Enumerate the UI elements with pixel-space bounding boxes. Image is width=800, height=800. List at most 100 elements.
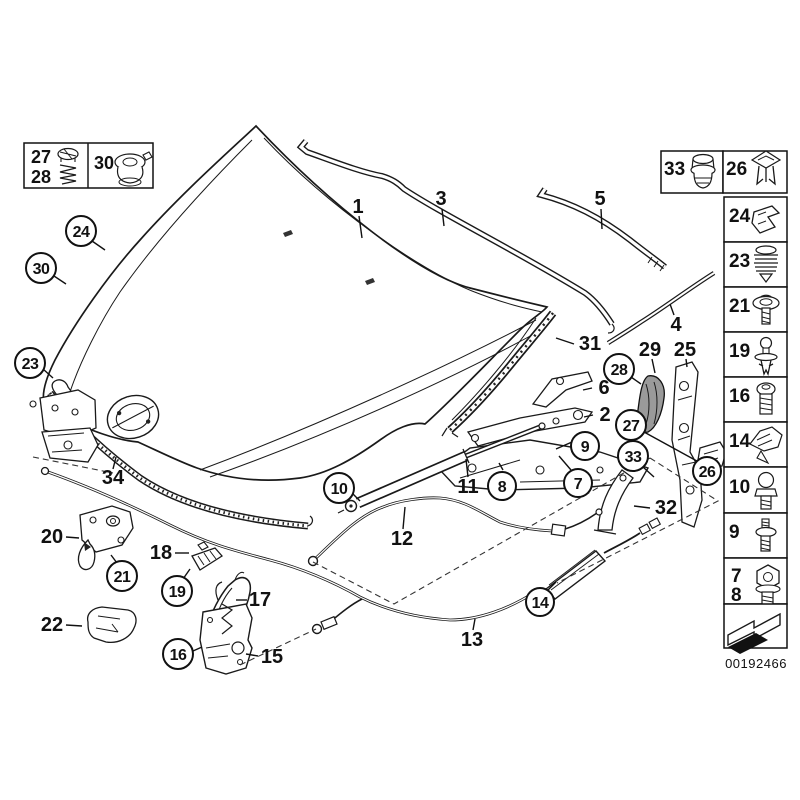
legend-label-23[interactable]: 23 (729, 251, 750, 272)
callout-label-31[interactable]: 31 (579, 333, 601, 355)
callout-circle-8[interactable]: 8 (487, 471, 517, 501)
callout-circle-14[interactable]: 14 (525, 587, 555, 617)
legend-cell-24[interactable]: 24 (729, 205, 781, 234)
legend-cell-33[interactable]: 33 (660, 150, 724, 194)
callout-label-1[interactable]: 1 (352, 196, 363, 218)
callout-label-34[interactable]: 34 (102, 467, 125, 489)
svg-text:30[interactable]: 30 (33, 261, 51, 278)
legend-label-8[interactable]: 8 (731, 585, 742, 606)
svg-text:21[interactable]: 21 (114, 569, 132, 586)
svg-text:19[interactable]: 19 (169, 584, 187, 601)
legend-label-14[interactable]: 14 (729, 431, 751, 452)
callout-circle-30[interactable]: 30 (25, 252, 57, 284)
legend-continuation-arrow (727, 612, 781, 654)
callout-circle-21[interactable]: 21 (106, 560, 138, 592)
callout-label-12[interactable]: 12 (391, 528, 413, 550)
svg-text:7[interactable]: 7 (574, 476, 584, 493)
lock-bracket-20-21 (77, 505, 134, 571)
callout-label-4[interactable]: 4 (670, 314, 682, 336)
legend-cell-14[interactable]: 14 (729, 426, 783, 465)
svg-text:8[interactable]: 8 (498, 479, 508, 496)
callout-circle-16[interactable]: 16 (162, 638, 194, 670)
callout-circle-10[interactable]: 10 (323, 472, 355, 504)
callout-circle-26[interactable]: 26 (692, 456, 722, 486)
callout-label-32[interactable]: 32 (655, 497, 677, 519)
callout-circle-33[interactable]: 33 (617, 440, 649, 472)
legend-cell-9[interactable]: 9 (729, 518, 777, 552)
svg-text:14[interactable]: 14 (532, 595, 550, 612)
callout-label-15[interactable]: 15 (261, 646, 283, 668)
drawing-number: 00192466 (725, 656, 787, 671)
screw-with-spring-icon (57, 147, 79, 185)
callout-label-25[interactable]: 25 (674, 339, 696, 361)
hinge-plate-6 (531, 371, 593, 408)
svg-text:24[interactable]: 24 (73, 224, 91, 241)
svg-text:9[interactable]: 9 (581, 439, 591, 456)
callout-label-20[interactable]: 20 (41, 526, 63, 548)
callout-label-22[interactable]: 22 (41, 614, 63, 636)
callout-label-13[interactable]: 13 (461, 629, 483, 651)
bowden-cable-12 (307, 496, 603, 567)
legend-cell-10[interactable]: 10 (729, 471, 778, 510)
hood-panel-drawing (42, 124, 549, 481)
legend-cell-19[interactable]: 19 (729, 336, 778, 376)
legend-cell-7-8[interactable]: 7 8 (731, 564, 781, 606)
svg-text:27[interactable]: 27 (623, 418, 641, 435)
legend-label-21[interactable]: 21 (729, 296, 751, 317)
gas-strut-10-11 (337, 422, 546, 514)
expanding-rivet-icon (750, 150, 782, 186)
callout-circle-28[interactable]: 28 (603, 353, 635, 385)
callout-circle-24[interactable]: 24 (65, 215, 97, 247)
callout-label-3[interactable]: 3 (435, 188, 446, 210)
pan-head-screw-icon (756, 382, 776, 415)
svg-text:33[interactable]: 33 (625, 449, 643, 466)
callout-circle-23[interactable]: 23 (14, 347, 46, 379)
cable-clamp-18 (191, 541, 223, 571)
legend-cell-23[interactable]: 23 (729, 245, 778, 283)
callout-label-18[interactable]: 18 (150, 542, 172, 564)
callout-label-5[interactable]: 5 (594, 188, 605, 210)
svg-text:28[interactable]: 28 (611, 362, 629, 379)
legend-label-9[interactable]: 9 (729, 522, 740, 543)
legend-cell-26[interactable]: 26 (722, 150, 788, 194)
legend-label-10[interactable]: 10 (729, 477, 750, 498)
legend-label-33[interactable]: 33 (664, 159, 685, 180)
svg-text:26[interactable]: 26 (699, 464, 717, 481)
legend-label-24[interactable]: 24 (729, 206, 751, 227)
hood-buffer-mount-icon (114, 151, 153, 187)
hood-latch-upper-left (29, 379, 99, 463)
callout-circle-19[interactable]: 19 (161, 575, 193, 607)
legend-top-left[interactable]: 27 28 30 (23, 142, 154, 189)
legend-label-16[interactable]: 16 (729, 386, 750, 407)
expanding-clip-icon (754, 336, 778, 376)
seal-strip-3 (296, 139, 615, 334)
cable-sleeve-14 (544, 549, 607, 600)
callout-label-11[interactable]: 11 (457, 476, 478, 498)
callout-label-29[interactable]: 29 (639, 339, 661, 361)
retaining-clip-icon (751, 205, 781, 234)
molding-strip-4 (606, 271, 716, 345)
plain-callouts: 1 3 5 4 31 29 25 6 2 11 32 12 13 34 20 1… (41, 188, 696, 668)
legend-label-7[interactable]: 7 (731, 566, 742, 587)
svg-text:10[interactable]: 10 (331, 481, 349, 498)
legend-cell-16[interactable]: 16 (729, 382, 776, 415)
callout-label-17[interactable]: 17 (249, 589, 271, 611)
callout-label-6[interactable]: 6 (598, 377, 609, 399)
callout-label-2[interactable]: 2 (599, 404, 610, 426)
callout-circle-7[interactable]: 7 (563, 468, 593, 498)
svg-text:23[interactable]: 23 (22, 356, 40, 373)
legend-cell-21[interactable]: 21 (729, 294, 780, 325)
legend-label-27[interactable]: 27 (31, 147, 51, 167)
legend-label-30[interactable]: 30 (94, 153, 114, 173)
legend-label-28[interactable]: 28 (31, 167, 51, 187)
cable-clip-icon (749, 426, 783, 465)
ribbed-plug-icon (754, 245, 778, 283)
legend-label-19[interactable]: 19 (729, 341, 750, 362)
callout-circle-9[interactable]: 9 (570, 431, 600, 461)
svg-text:16[interactable]: 16 (170, 647, 188, 664)
continuation-arrow-icon (727, 612, 781, 647)
callout-circle-27[interactable]: 27 (615, 409, 647, 441)
hood-surface-mark (365, 278, 375, 285)
legend-label-26[interactable]: 26 (726, 159, 747, 180)
